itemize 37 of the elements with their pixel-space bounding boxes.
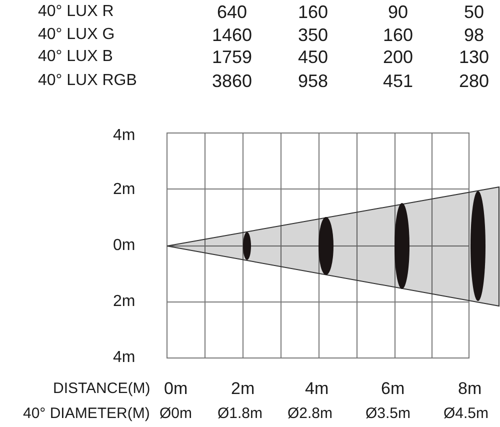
- lux-value: 280: [459, 72, 490, 90]
- axis-label: 4m: [113, 350, 136, 366]
- distance-value: 8m: [458, 380, 482, 396]
- axis-label: 4m: [113, 128, 136, 144]
- lux-value: 50: [464, 3, 484, 21]
- lux-value: 160: [298, 3, 328, 21]
- lux-value: 160: [383, 26, 414, 44]
- lux-value: 350: [298, 26, 328, 44]
- row-label: 40° LUX G: [38, 27, 115, 43]
- lux-value: 130: [459, 48, 490, 66]
- lux-value: 451: [383, 72, 414, 90]
- distance-value: 2m: [231, 380, 255, 396]
- diameter-value: Ø4.5m: [444, 406, 489, 420]
- diameter-value: Ø1.8m: [218, 406, 263, 420]
- lux-value: 90: [388, 3, 408, 21]
- lux-value: 640: [217, 3, 248, 21]
- row-label: 40° LUX B: [38, 49, 113, 65]
- distance-value: 0m: [164, 380, 188, 396]
- lux-value: 1759: [212, 48, 252, 66]
- distance-value: 4m: [305, 380, 329, 396]
- row-label: 40° LUX RGB: [38, 73, 137, 89]
- distance-value: 6m: [381, 380, 405, 396]
- diameter-value: Ø3.5m: [366, 406, 411, 420]
- row-label: 40° LUX R: [38, 4, 114, 20]
- lux-value: 958: [298, 72, 328, 90]
- lux-value: 200: [383, 48, 414, 66]
- diameter-value: Ø0m: [160, 406, 192, 420]
- lux-value: 1460: [212, 26, 252, 44]
- row-label: 40° DIAMETER(M): [23, 406, 150, 420]
- lux-value: 3860: [212, 72, 252, 90]
- lux-value: 98: [464, 26, 484, 44]
- axis-label: 0m: [113, 238, 136, 254]
- diameter-value: Ø2.8m: [288, 406, 333, 420]
- axis-label: 2m: [113, 294, 136, 310]
- row-label: DISTANCE(M): [53, 380, 150, 396]
- axis-label: 2m: [113, 182, 136, 198]
- lux-value: 450: [298, 48, 328, 66]
